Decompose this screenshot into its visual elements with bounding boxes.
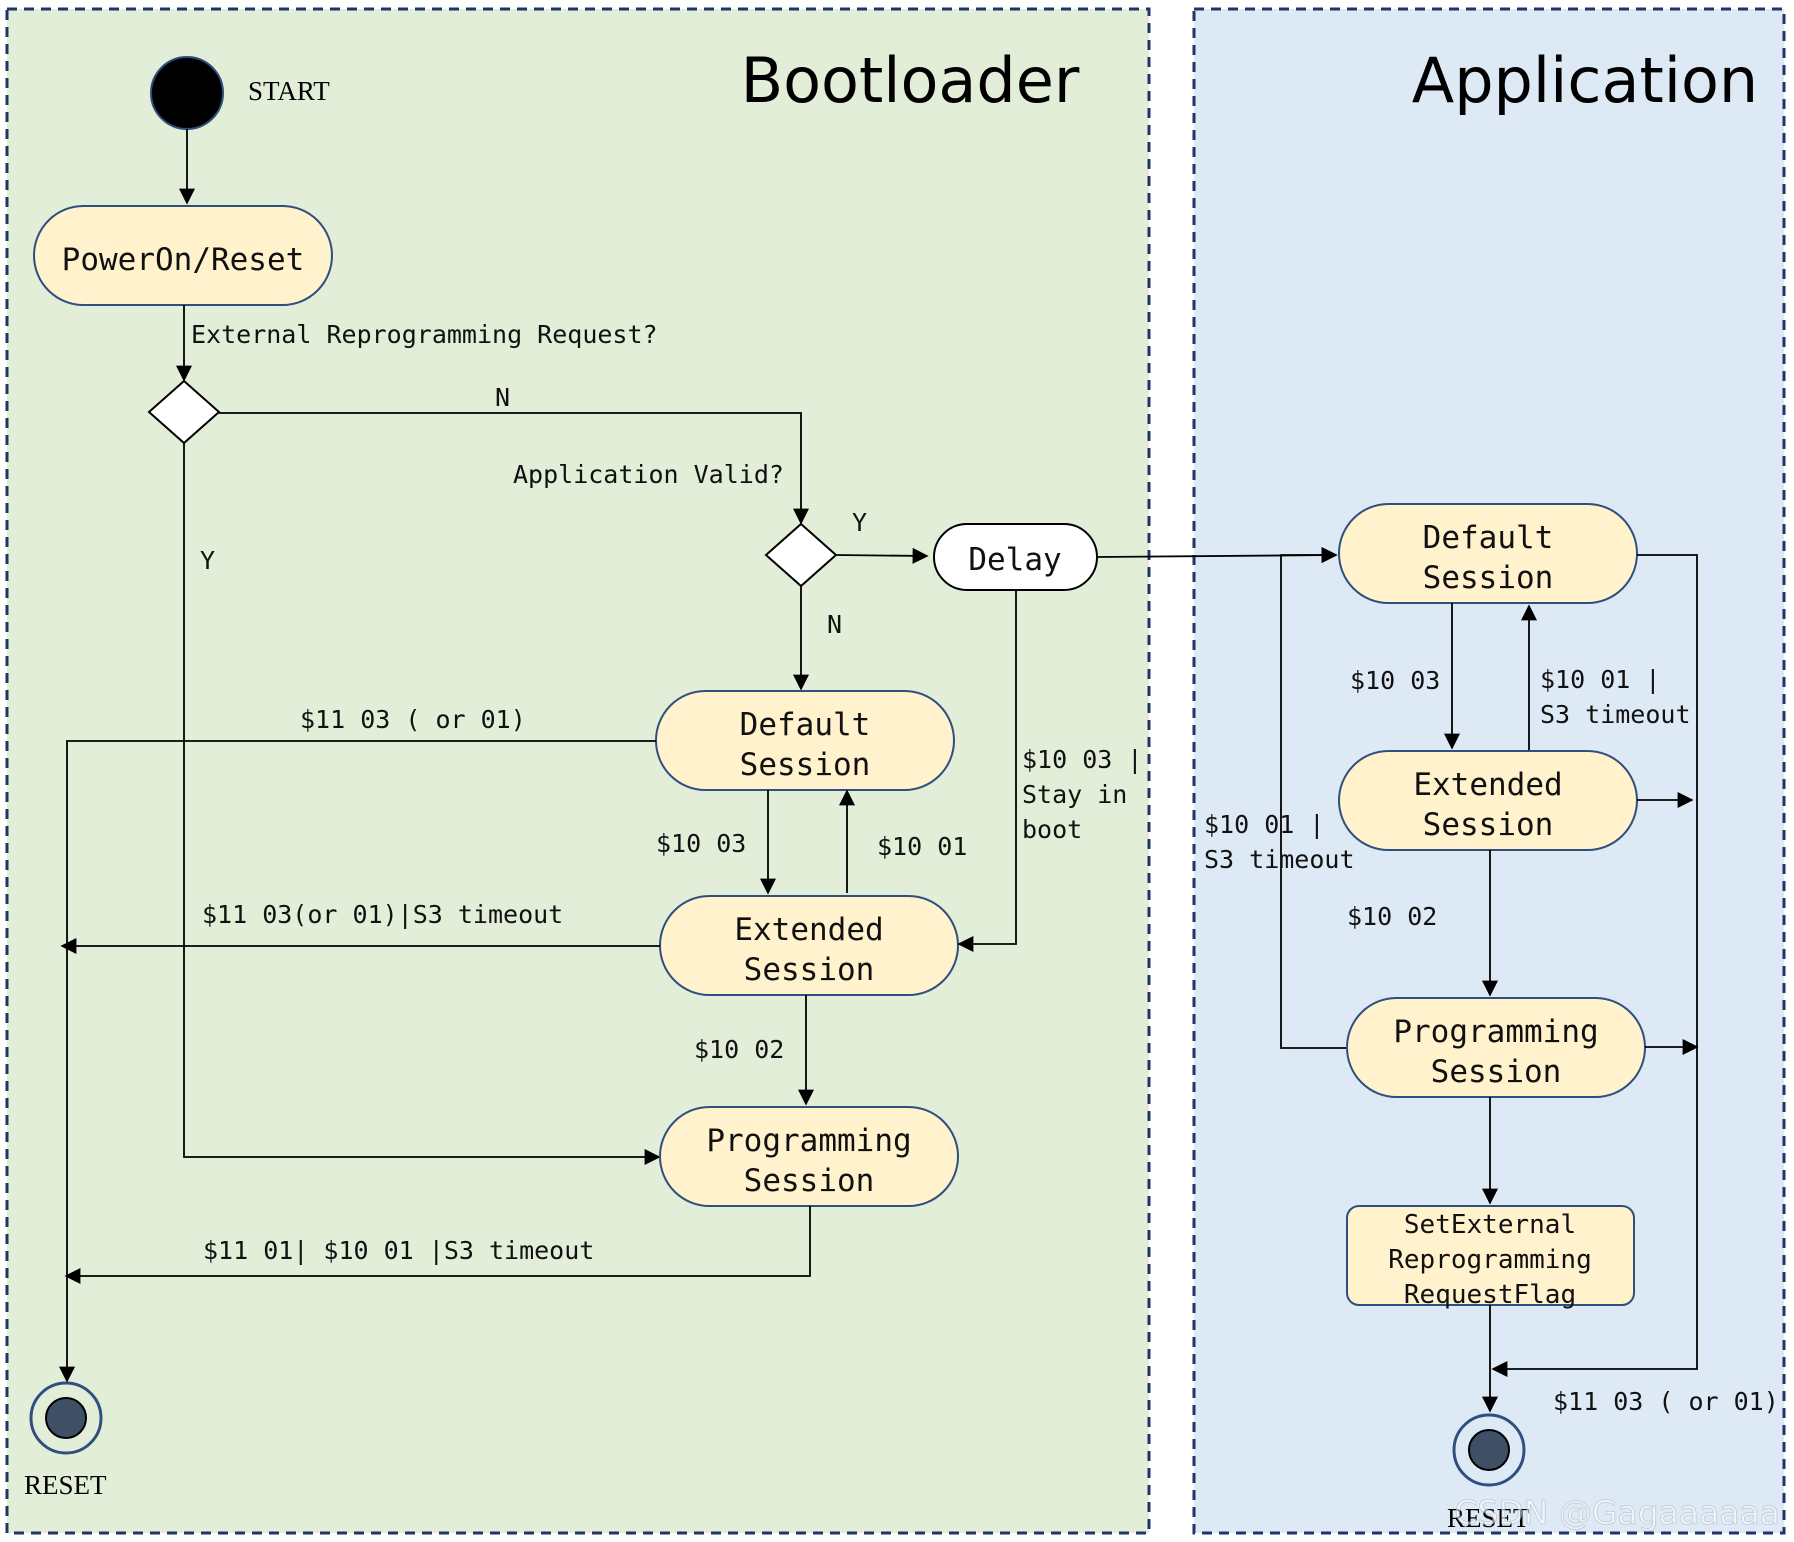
boot-default-line2: Session [740, 747, 871, 783]
app-default-line1: Default [1423, 520, 1554, 556]
label-boot-ext-to-def: $10 01 [877, 832, 967, 861]
boot-reset-node-inner [45, 1397, 87, 1439]
label-boot-ext-reset: $11 03(or 01)|S3 timeout [202, 900, 563, 929]
app-reset-label: RESET [1447, 1503, 1530, 1533]
edge-app-right-collector [1491, 554, 1698, 1377]
edge-delay-extended [957, 590, 1017, 952]
edge-boot-default-reset [59, 740, 656, 1383]
label-y-1: Y [200, 546, 215, 575]
edge-decision2-yes [835, 547, 929, 564]
label-stay-3: boot [1022, 815, 1082, 844]
start-node [150, 56, 224, 130]
app-reset-node-outer [1452, 1413, 1526, 1487]
poweron-reset-node [33, 205, 333, 306]
label-boot-ext-to-prog: $10 02 [694, 1035, 784, 1064]
flag-line1: SetExternal [1404, 1210, 1576, 1240]
app-programming-line2: Session [1431, 1054, 1562, 1090]
boot-default-line1: Default [740, 707, 871, 743]
application-title: Application [1412, 44, 1758, 117]
flag-line2: Reprogramming [1388, 1245, 1592, 1275]
poweron-reset-label: PowerOn/Reset [62, 242, 305, 278]
external-request-question: External Reprogramming Request? [191, 320, 658, 349]
boot-reset-node-outer [29, 1381, 103, 1455]
bootloader-title: Bootloader [741, 44, 1080, 117]
label-stay-1: $10 03 | [1022, 745, 1142, 774]
application-valid-question: Application Valid? [513, 460, 784, 489]
app-extended-line1: Extended [1413, 767, 1562, 803]
app-default-session-node [1338, 503, 1638, 604]
label-app-reset: $11 03 ( or 01) [1553, 1387, 1779, 1416]
label-app-ext-to-def-1: $10 01 | [1540, 665, 1660, 694]
start-label: START [248, 76, 330, 106]
label-app-prog-to-def-2: S3 timeout [1204, 845, 1355, 874]
boot-programming-line2: Session [744, 1163, 875, 1199]
edge-boot-programming-reset [64, 1206, 811, 1284]
watermark: CSDN @Gagaaaaaa [1454, 1493, 1780, 1532]
boot-extended-line2: Session [744, 952, 875, 988]
delay-label: Delay [968, 542, 1061, 578]
label-n-2: N [827, 610, 842, 639]
label-stay-2: Stay in [1022, 780, 1127, 809]
edge-app-programming-default [1280, 547, 1347, 1049]
boot-programming-session-node [659, 1106, 959, 1207]
label-app-ext-to-def-2: S3 timeout [1540, 700, 1691, 729]
app-programming-line1: Programming [1393, 1014, 1598, 1050]
edge-decision1-no [219, 412, 809, 525]
label-app-def-to-ext: $10 03 [1350, 666, 1440, 695]
label-boot-prog-reset: $11 01| $10 01 |S3 timeout [203, 1236, 594, 1265]
label-app-prog-to-def-1: $10 01 | [1204, 810, 1324, 839]
app-extended-line2: Session [1423, 807, 1554, 843]
boot-programming-line1: Programming [706, 1123, 911, 1159]
label-y-2: Y [852, 508, 867, 537]
app-reset-node-inner [1468, 1429, 1510, 1471]
boot-extended-line1: Extended [734, 912, 883, 948]
label-boot-def-to-ext: $10 03 [656, 829, 746, 858]
label-app-ext-to-prog: $10 02 [1347, 902, 1437, 931]
label-n-1: N [495, 383, 510, 412]
app-default-line2: Session [1423, 560, 1554, 596]
label-default-reset: $11 03 ( or 01) [300, 705, 526, 734]
boot-reset-label: RESET [24, 1470, 107, 1500]
edge-decision1-yes [183, 443, 661, 1165]
